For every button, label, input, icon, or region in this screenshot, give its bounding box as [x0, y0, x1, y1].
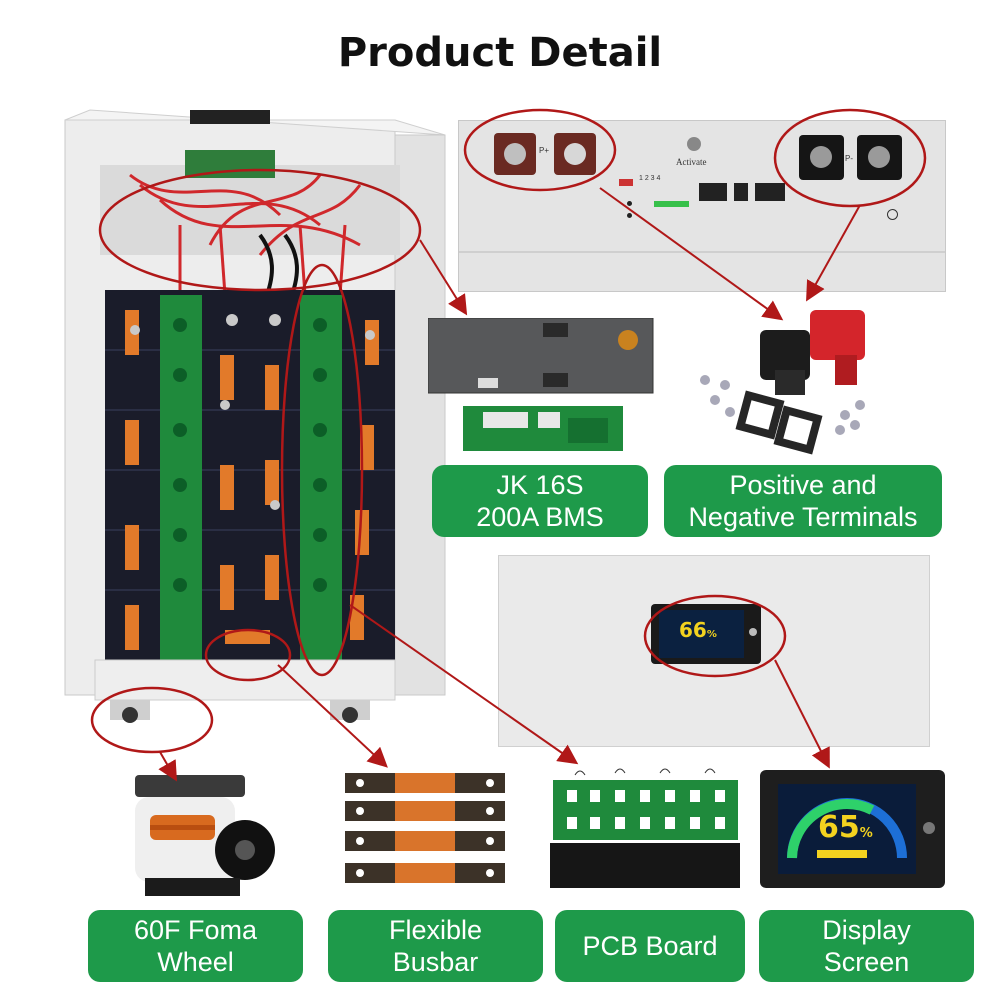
dip-switch-label: 1 2 3 4 — [639, 175, 661, 182]
negative-terminal-label: P- — [845, 154, 853, 163]
wheel-image — [135, 775, 275, 896]
pcb-board-image — [550, 768, 740, 888]
busbar-image — [345, 773, 505, 883]
battery-cabinet-image — [64, 109, 446, 723]
positive-terminal-label: P+ — [539, 146, 550, 155]
pcb-label: PCB Board — [555, 910, 745, 982]
bms-board-image — [428, 318, 654, 451]
terminal-hardware-image — [700, 310, 865, 455]
terminal-panel-image: P+ Activate 1 2 3 4 P- — [458, 120, 946, 292]
small-display-percent: 66 — [679, 618, 707, 642]
page-title: Product Detail — [337, 30, 663, 76]
small-display: 66% — [651, 604, 761, 664]
display-screen-percent: 65 — [818, 810, 860, 845]
display-screen-image: 65% — [760, 770, 945, 888]
cabinet-front-image: 66% — [498, 555, 930, 747]
activate-label: Activate — [676, 157, 707, 167]
